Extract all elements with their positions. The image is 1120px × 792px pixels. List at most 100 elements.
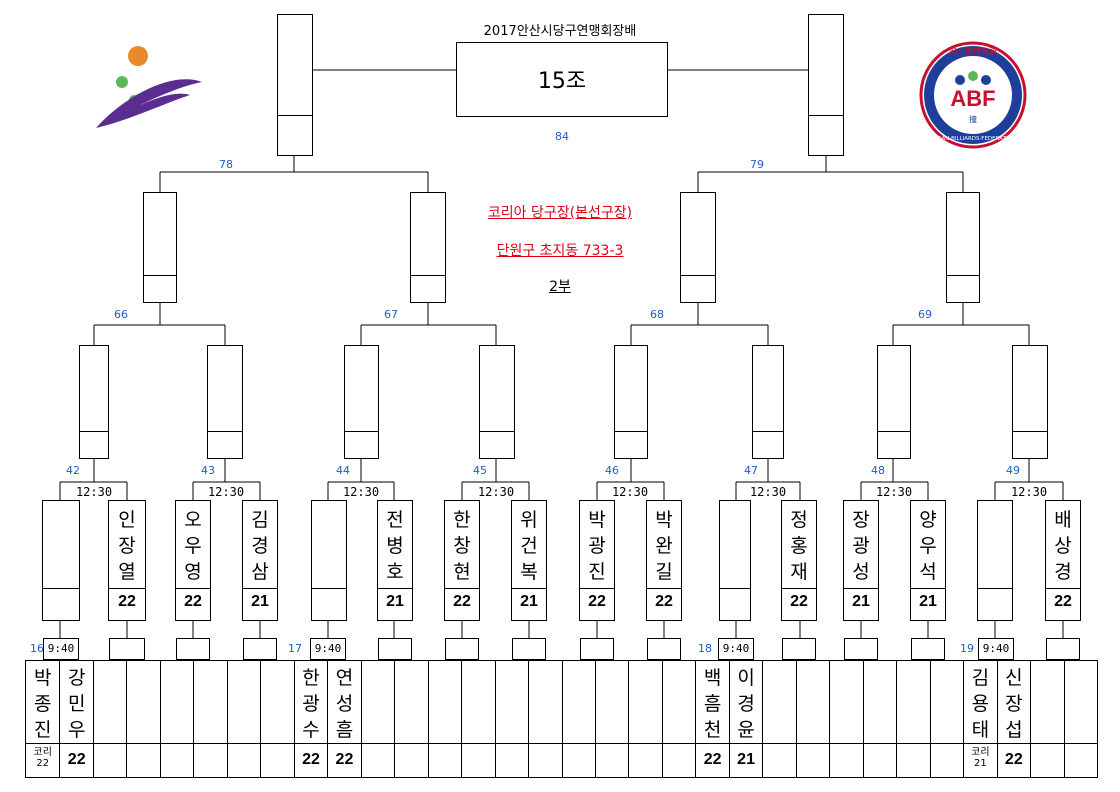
semi-slot: [946, 192, 980, 303]
player-name: 인 장 열: [118, 509, 136, 583]
r32-player-cell: [360, 661, 395, 777]
r32-player-cell: [661, 661, 696, 777]
group-box: 15조: [456, 42, 668, 117]
match-number: 68: [650, 308, 664, 321]
player-score: 21: [919, 593, 937, 610]
match-time: 12:30: [611, 485, 649, 499]
connector-box: [378, 638, 412, 660]
player-score: 21: [852, 593, 870, 610]
connector-box: [1046, 638, 1080, 660]
r32-player-cell: [126, 661, 160, 777]
group-label: 15조: [537, 69, 587, 94]
venue-name: 코리아 당구장(본선구장): [487, 205, 633, 221]
player-name: 양 우 석: [919, 509, 937, 583]
svg-text:撞: 撞: [969, 114, 977, 124]
match-number: 45: [473, 464, 487, 477]
match-time: 12:30: [749, 485, 787, 499]
match-number: 49: [1006, 464, 1020, 477]
player-name: 한 광 수: [302, 667, 320, 741]
player-score: 22: [790, 593, 808, 610]
match-number: 84: [555, 130, 569, 143]
connector-box: [445, 638, 479, 660]
venue-address: 단원구 초지동 733-3: [496, 243, 624, 259]
match-number: 18: [698, 642, 712, 655]
quarter-slot: [479, 345, 515, 459]
r32-player-cell: [427, 661, 462, 777]
session-part: 2부: [549, 279, 571, 295]
tournament-title: 2017안산시당구연맹회장배: [483, 24, 637, 39]
player-name: 박 광 진: [588, 509, 606, 583]
player-name: 백 흠 천: [703, 667, 722, 741]
quarter-slot: [344, 345, 379, 459]
player-score: 22: [184, 593, 202, 610]
svg-text:ABF: ABF: [950, 86, 995, 111]
player-score: 22: [335, 751, 354, 768]
semi-slot: [143, 192, 177, 303]
r32-player-cell: [461, 661, 495, 777]
player-score: 21: [737, 751, 755, 768]
time-box: 9:40: [43, 638, 79, 660]
r32-player-cell: [1030, 661, 1064, 777]
r32-player-cell: [494, 661, 529, 777]
match-number: 43: [201, 464, 215, 477]
player-slot: 양 우 석 21: [910, 500, 946, 621]
match-number: 16: [30, 642, 44, 655]
federation-logo: 安山撞球聯盟 ABF 撞 ANSAN·BILLIARDS·FEDERATION: [919, 41, 1027, 149]
player-club-score: 코리 21: [971, 747, 990, 769]
connector-box: [647, 638, 681, 660]
quarter-slot: [79, 345, 109, 459]
svg-text:ANSAN·BILLIARDS·FEDERATION: ANSAN·BILLIARDS·FEDERATION: [930, 136, 1016, 142]
r32-player-cell: [561, 661, 595, 777]
r32-player-cell: [896, 661, 930, 777]
player-name: 한 창 현: [453, 509, 471, 583]
connector-box: [782, 638, 816, 660]
player-score: 22: [655, 593, 673, 610]
quarter-slot: [207, 345, 243, 459]
player-name: 박 완 길: [655, 509, 673, 583]
player-score: 22: [453, 593, 471, 610]
match-number: 78: [219, 158, 233, 171]
player-name: 강 민 우: [67, 667, 86, 741]
r32-player-cell: [594, 661, 629, 777]
match-time: 12:30: [875, 485, 913, 499]
player-name: 신 장 섭: [1005, 667, 1023, 741]
semi-slot: [680, 192, 716, 303]
time-box: 9:40: [310, 638, 346, 660]
match-number: 17: [288, 642, 302, 655]
player-score: 22: [67, 751, 86, 768]
connector-box: [911, 638, 945, 660]
r32-player-cell: [260, 661, 294, 777]
player-score: 22: [302, 751, 320, 768]
r32-player-cell: [762, 661, 796, 777]
player-name: 연 성 흠: [335, 667, 354, 741]
connector-box: [243, 638, 277, 660]
player-name: 장 광 성: [852, 509, 870, 583]
match-number: 66: [114, 308, 128, 321]
player-slot: 박 완 길 22: [646, 500, 682, 621]
r32-player-cell: 이 경 윤 21: [728, 661, 763, 777]
match-time: 12:30: [75, 485, 113, 499]
player-score: 22: [703, 751, 722, 768]
connector-box: [176, 638, 210, 660]
quarter-slot: [1012, 345, 1048, 459]
semi-slot: [410, 192, 446, 303]
city-logo: [96, 46, 202, 128]
player-score: 22: [1054, 593, 1072, 610]
player-slot: [977, 500, 1013, 621]
r32-player-cell: [795, 661, 830, 777]
r32-player-cell: [226, 661, 261, 777]
player-name: 위 건 복: [520, 509, 538, 583]
match-time: 9:40: [314, 642, 342, 655]
r32-player-cell: 한 광 수 22: [293, 661, 328, 777]
match-time: 9:40: [47, 642, 75, 655]
player-name: 이 경 윤: [737, 667, 755, 741]
player-score: 21: [251, 593, 269, 610]
match-time: 12:30: [1010, 485, 1048, 499]
